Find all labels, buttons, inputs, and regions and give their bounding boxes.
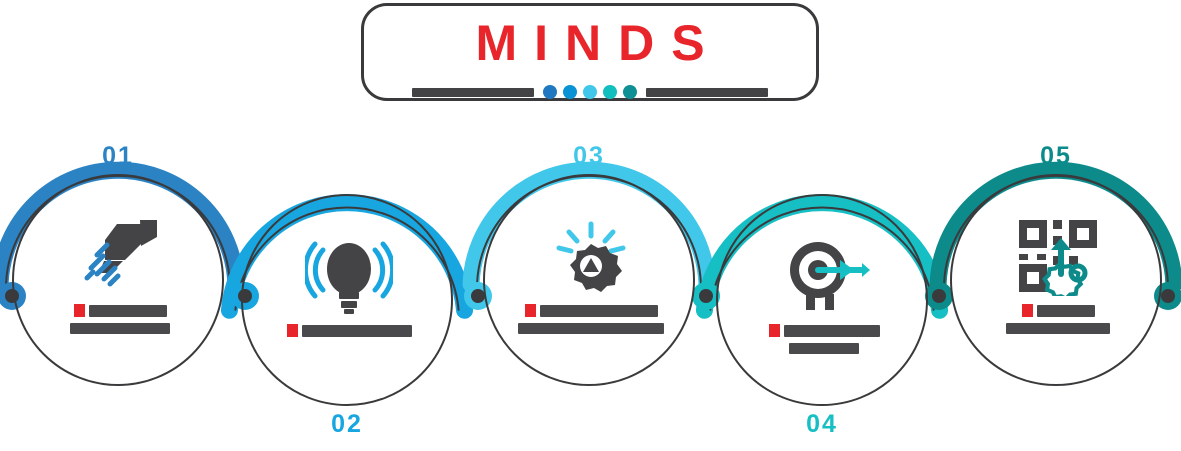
palette-dot-2 xyxy=(563,85,577,99)
bullet-marker xyxy=(73,304,85,317)
junction-node-4 xyxy=(699,289,713,303)
step-circle-05[interactable]: 05 xyxy=(950,144,1164,386)
step-circle-03[interactable]: 03 xyxy=(483,144,697,386)
step-body-placeholder xyxy=(1006,323,1110,334)
step-number-03: 03 xyxy=(573,142,605,170)
step-title-placeholder xyxy=(88,304,167,317)
step-body-placeholder xyxy=(789,343,859,354)
step-title-placeholder xyxy=(539,304,658,317)
step-title-row xyxy=(768,324,880,337)
target-arrow-icon xyxy=(718,234,930,318)
step-body-placeholder xyxy=(518,323,664,334)
palette-dot-4 xyxy=(603,85,617,99)
step-circle-02[interactable]: 02 xyxy=(241,194,455,437)
title-subtitle-row xyxy=(361,84,819,100)
step-title-placeholder xyxy=(783,324,880,337)
step-text-04 xyxy=(718,324,930,354)
title-badge-frame xyxy=(361,3,819,101)
junction-node-6 xyxy=(1161,289,1175,303)
step-number-04: 04 xyxy=(806,410,838,438)
subtitle-bar-left xyxy=(412,87,534,97)
step-circle-01[interactable]: 01 xyxy=(12,144,226,386)
page-title: MINDS xyxy=(475,15,722,71)
step-text-05 xyxy=(952,304,1164,334)
lightbulb-signal-icon xyxy=(243,234,455,318)
step-number-05: 05 xyxy=(1040,142,1072,170)
bullet-marker xyxy=(286,324,298,337)
qr-settings-icon xyxy=(952,214,1164,298)
arc-segment-5 xyxy=(929,161,1181,293)
step-text-03 xyxy=(485,304,697,334)
step-title-placeholder xyxy=(301,324,412,337)
step-text-02 xyxy=(243,324,455,337)
junction-node-5 xyxy=(932,289,946,303)
arc-segment-1 xyxy=(0,161,245,293)
subtitle-bar-right xyxy=(646,87,768,97)
step-body-placeholder xyxy=(70,323,170,334)
rocket-icon xyxy=(14,214,226,298)
bullet-marker xyxy=(1021,304,1033,317)
palette-dots xyxy=(543,85,637,99)
step-number-01: 01 xyxy=(102,142,134,170)
arc-segment-3 xyxy=(462,161,716,293)
bullet-marker xyxy=(524,304,536,317)
step-text-01 xyxy=(14,304,226,334)
step-title-row xyxy=(1021,304,1095,317)
palette-dot-3 xyxy=(583,85,597,99)
gear-idea-icon xyxy=(485,214,697,298)
palette-dot-5 xyxy=(623,85,637,99)
step-title-placeholder xyxy=(1036,304,1095,317)
step-title-row xyxy=(524,304,658,317)
junction-node-3 xyxy=(471,289,485,303)
step-number-02: 02 xyxy=(331,410,363,438)
step-title-row xyxy=(286,324,412,337)
palette-dot-1 xyxy=(543,85,557,99)
step-circle-04[interactable]: 04 xyxy=(716,194,930,437)
bullet-marker xyxy=(768,324,780,337)
step-title-row xyxy=(73,304,167,317)
